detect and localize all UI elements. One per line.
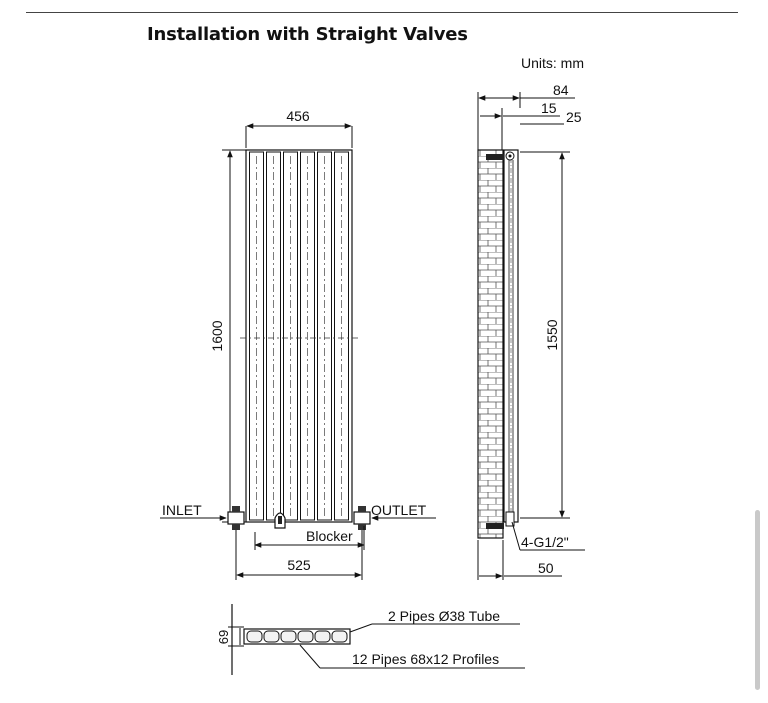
units-label: Units: mm: [521, 55, 584, 71]
inlet-valve: [227, 506, 245, 530]
section-profile: [263, 630, 280, 643]
top-divider: [26, 12, 738, 13]
side-view: 84 15 25 1550 4-G1/2" 50: [477, 82, 585, 580]
section-profile: [331, 630, 348, 643]
offset-label: 15: [541, 100, 557, 116]
blocker-label: Blocker: [306, 528, 353, 544]
section-profile: [314, 630, 331, 643]
outlet-valve: [353, 506, 371, 530]
bottom-bracket: [486, 511, 515, 529]
top-bracket: [486, 151, 515, 161]
section-profiles: [246, 630, 348, 643]
section-depth-label: 69: [216, 630, 231, 644]
scrollbar-thumb[interactable]: [755, 510, 760, 690]
inlet-label: INLET: [162, 502, 202, 518]
section-profile: [297, 630, 314, 643]
section-profile: [280, 630, 297, 643]
radiator-tubes: [249, 151, 349, 521]
section-view: 69 2 Pipes Ø38 Tube 12 Pipes 68x12 Profi…: [216, 604, 525, 675]
profile-label: 12 Pipes 68x12 Profiles: [352, 651, 499, 667]
valve-span-label: 525: [287, 557, 311, 573]
page-title: Installation with Straight Valves: [147, 24, 468, 45]
blocker-part: [274, 512, 286, 529]
brick-wall: [477, 149, 504, 539]
section-profile: [246, 630, 263, 643]
centres-label: 1550: [544, 319, 560, 350]
outlet-label: OUTLET: [371, 502, 427, 518]
width-dimension-label: 456: [286, 108, 310, 124]
bracket-label: 50: [538, 560, 554, 576]
height-dimension-label: 1600: [209, 320, 225, 351]
connection-label: 4-G1/2": [521, 534, 569, 550]
front-view: 456 1600 INLET OUTLET: [160, 108, 436, 580]
gap-label: 25: [566, 109, 582, 125]
depth-label: 84: [553, 82, 569, 98]
tube-label: 2 Pipes Ø38 Tube: [388, 608, 500, 624]
